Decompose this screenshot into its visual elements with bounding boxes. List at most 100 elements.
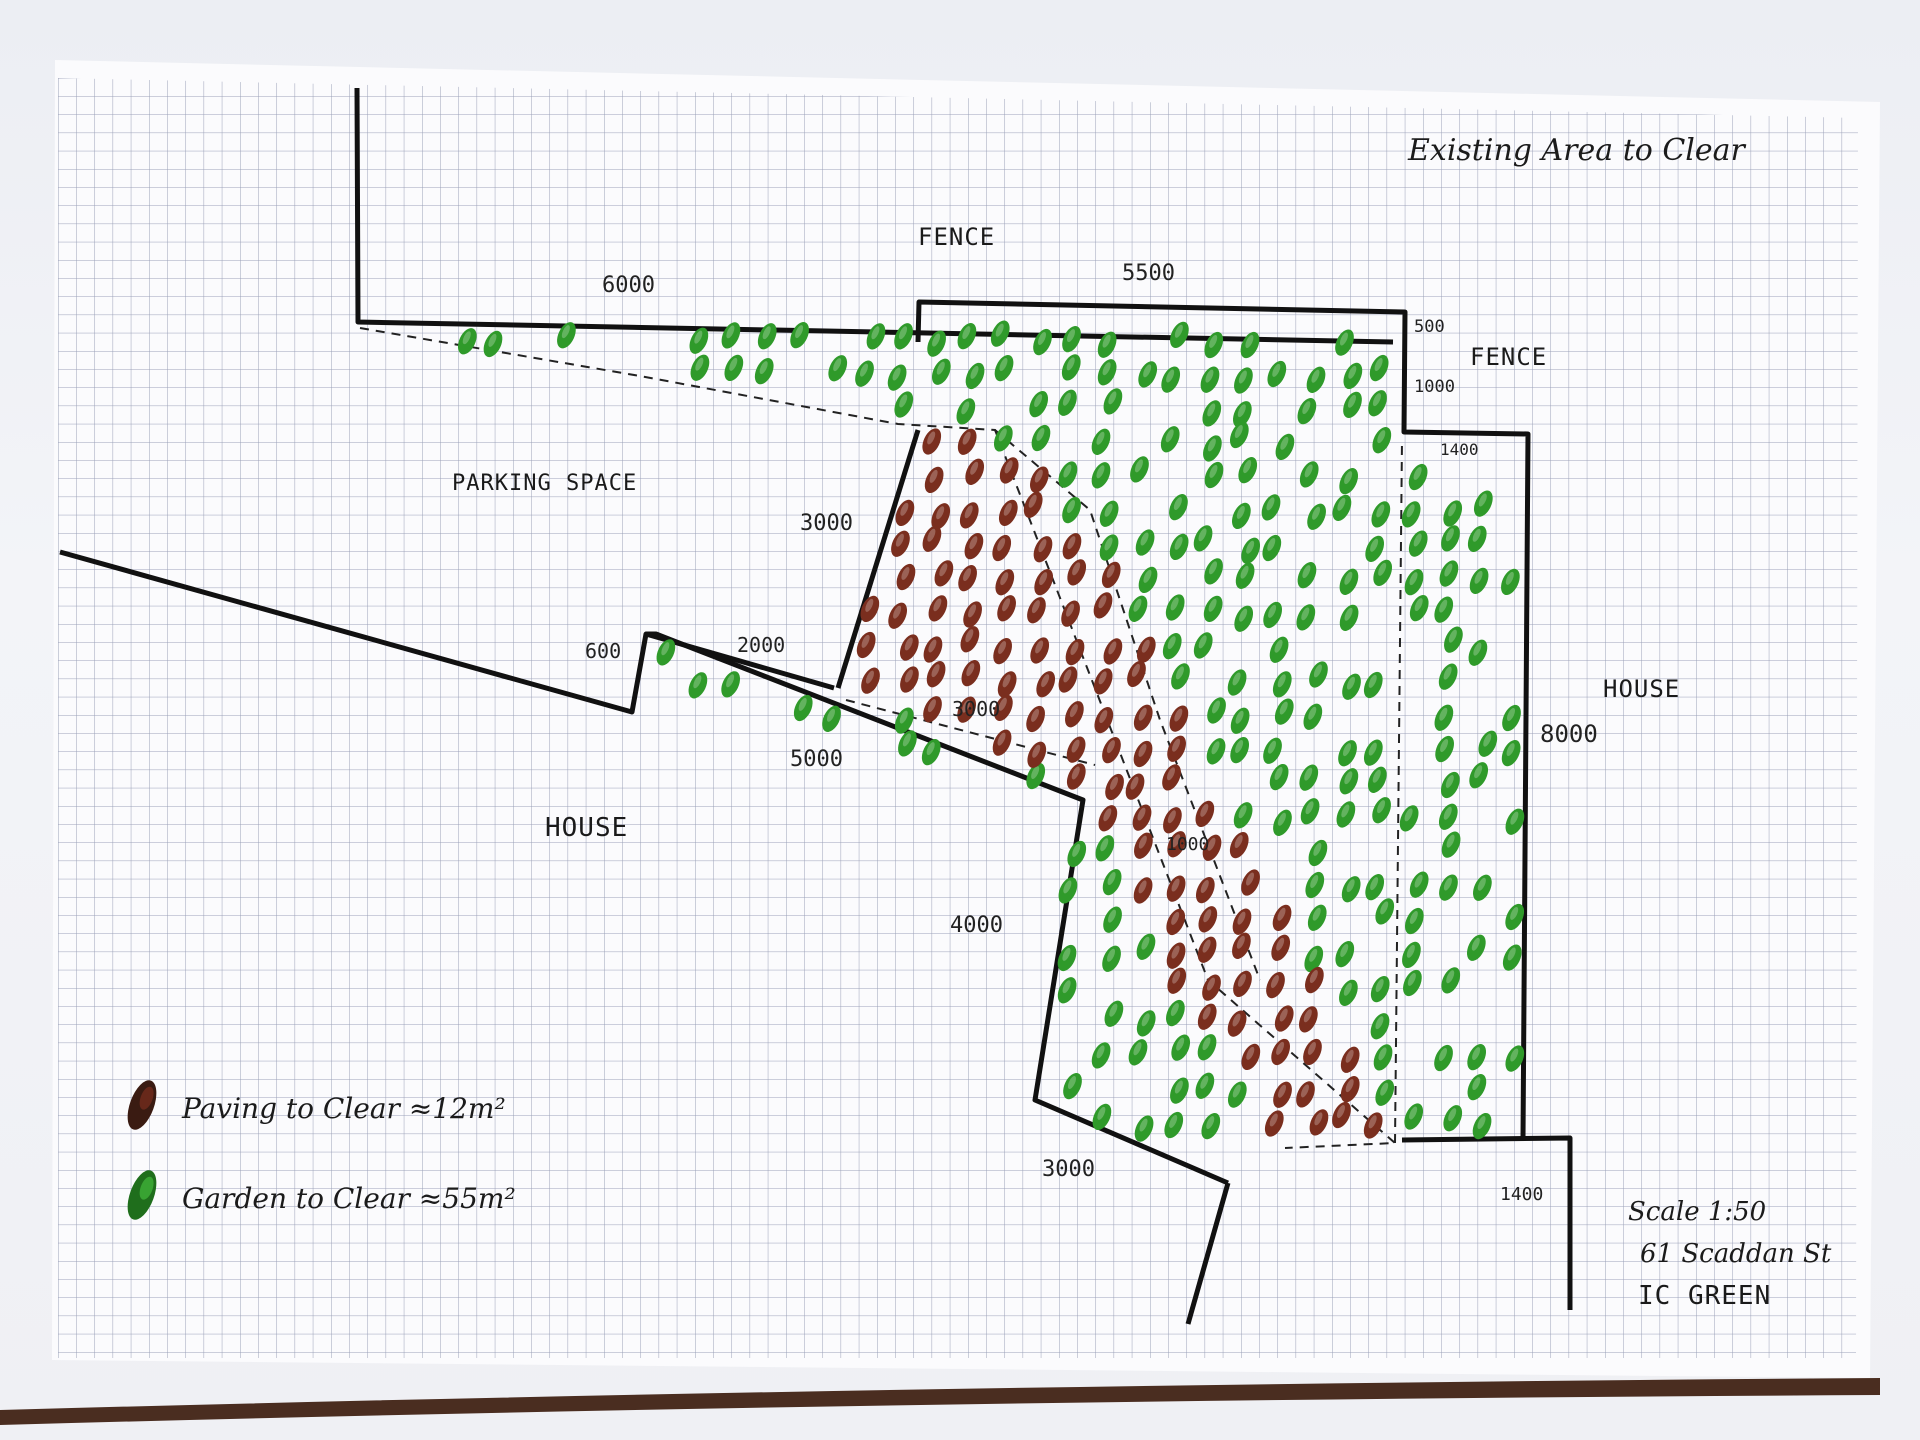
garden-mark	[1375, 1079, 1395, 1106]
garden-mark	[1203, 435, 1222, 462]
garden-mark	[557, 322, 576, 349]
paving-mark	[896, 563, 916, 591]
paving-mark	[1202, 974, 1221, 1001]
paving-mark	[1166, 942, 1186, 969]
garden-mark	[1169, 533, 1189, 561]
garden-mark	[1505, 1045, 1525, 1072]
dim-4000: 4000	[950, 913, 1003, 938]
paving-mark	[922, 525, 942, 552]
garden-mark	[1128, 1039, 1148, 1066]
paving-mark	[1241, 1043, 1261, 1071]
garden-mark	[1435, 735, 1454, 763]
garden-mark	[1343, 362, 1363, 390]
garden-mark	[1130, 456, 1149, 483]
garden-mark	[1136, 1010, 1156, 1037]
garden-mark	[956, 398, 976, 425]
garden-mark	[1468, 639, 1488, 666]
paving-mark	[1026, 705, 1045, 733]
paving-mark	[1061, 600, 1080, 627]
paving-mark	[992, 534, 1012, 562]
paving-mark	[1271, 934, 1291, 961]
garden-mark	[1501, 568, 1520, 596]
fence-right-label: FENCE	[1470, 343, 1547, 371]
garden-mark	[1135, 529, 1155, 556]
garden-mark	[1234, 367, 1253, 394]
garden-mark	[1299, 461, 1319, 488]
garden-mark	[1099, 500, 1119, 527]
garden-mark	[457, 328, 477, 355]
garden-mark	[1092, 1103, 1112, 1131]
garden-mark	[1269, 636, 1289, 663]
garden-mark	[1193, 525, 1213, 552]
garden-mark	[1197, 1034, 1217, 1061]
garden-mark	[1443, 500, 1463, 527]
garden-mark	[1372, 427, 1392, 454]
garden-mark	[1434, 1044, 1453, 1072]
legend-garden-label: Garden to Clear ≈55m²	[182, 1182, 516, 1215]
paving-mark	[1094, 706, 1114, 734]
garden-mark	[1339, 604, 1359, 631]
paving-mark	[1027, 597, 1046, 624]
garden-mark	[1272, 671, 1292, 698]
paving-marks	[856, 428, 1383, 1139]
legend-paving-swatch	[127, 1080, 157, 1130]
garden-mark	[1057, 977, 1077, 1004]
garden-mark	[1204, 558, 1223, 585]
paving-mark	[1195, 800, 1215, 828]
paving-mark	[1169, 705, 1189, 732]
garden-mark	[689, 327, 709, 354]
garden-mark	[1399, 805, 1419, 832]
garden-mark	[1128, 595, 1148, 622]
garden-mark	[898, 730, 917, 757]
paving-mark	[1232, 932, 1251, 959]
dim-500: 500	[1414, 317, 1445, 337]
garden-mark	[1164, 1111, 1184, 1139]
paving-mark	[1167, 967, 1187, 994]
dim-600: 600	[585, 639, 621, 663]
garden-mark	[822, 705, 841, 732]
garden-mark	[1402, 941, 1421, 969]
garden-mark	[1339, 568, 1359, 595]
garden-mark	[1058, 461, 1078, 488]
paving-mark	[1027, 741, 1047, 768]
garden-mark	[1207, 697, 1226, 724]
garden-mark	[1230, 736, 1250, 764]
paving-mark	[993, 637, 1012, 665]
paving-mark	[965, 458, 985, 485]
garden-mark	[1404, 569, 1424, 596]
garden-mark	[1401, 501, 1421, 528]
paving-mark	[1202, 834, 1222, 861]
paving-mark	[928, 595, 948, 622]
garden-mark	[1299, 764, 1319, 791]
garden-mark	[1103, 388, 1123, 415]
address-label: 61 Scaddan St	[1640, 1239, 1832, 1269]
garden-mark	[1439, 560, 1459, 587]
garden-mark	[1273, 809, 1292, 836]
garden-mark	[1267, 360, 1287, 388]
garden-mark	[1441, 831, 1461, 858]
paving-mark	[860, 595, 880, 623]
garden-mark	[1478, 730, 1498, 757]
garden-mark	[1227, 669, 1247, 696]
garden-mark	[894, 391, 914, 418]
garden-mark	[721, 322, 741, 349]
garden-mark	[828, 355, 848, 382]
garden-mark	[1138, 361, 1158, 388]
paving-mark	[1127, 660, 1146, 688]
garden-mark	[1368, 390, 1387, 417]
garden-mark	[1275, 433, 1295, 461]
garden-mark	[1104, 1000, 1124, 1027]
garden-mark	[1370, 975, 1390, 1003]
paving-mark	[1023, 491, 1043, 518]
garden-mark	[1263, 737, 1282, 764]
garden-mark	[656, 639, 676, 666]
garden-mark	[1202, 400, 1222, 427]
garden-mark	[1026, 762, 1046, 790]
garden-mark	[1229, 421, 1249, 449]
garden-mark	[1063, 1072, 1082, 1100]
author-label: IC GREEN	[1638, 1281, 1771, 1311]
paving-mark	[895, 499, 915, 527]
garden-mark	[1369, 354, 1389, 382]
garden-mark	[1227, 1081, 1247, 1108]
